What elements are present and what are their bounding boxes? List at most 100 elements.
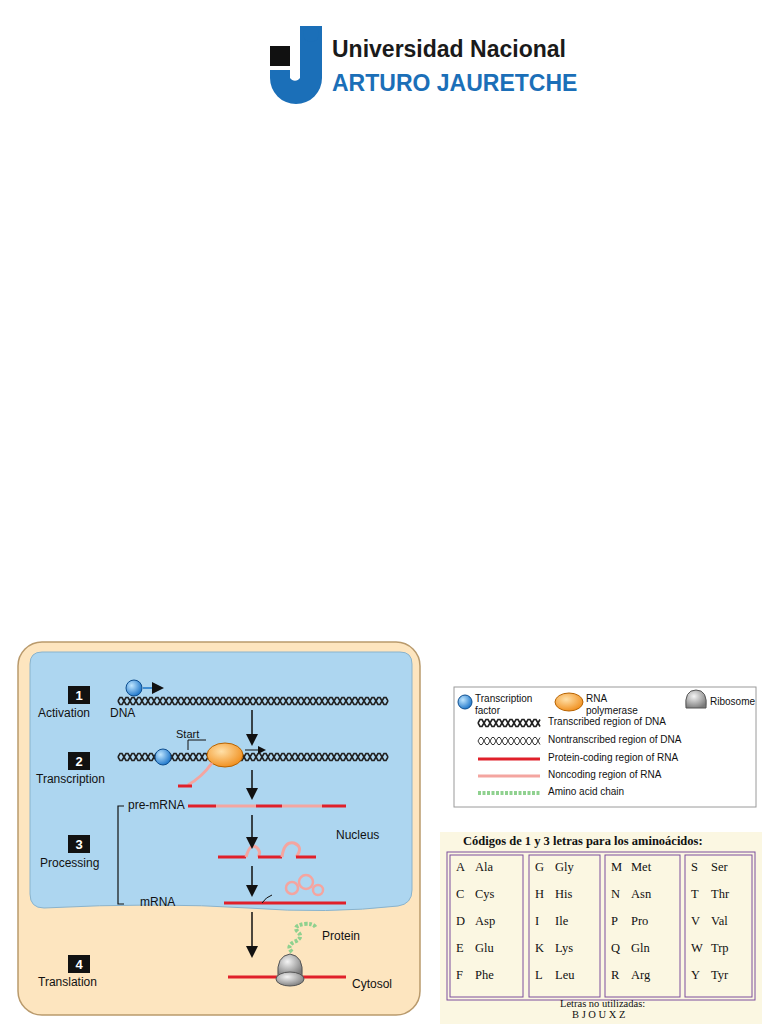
legend-sample [458,695,472,709]
table-cell: Y [691,968,700,982]
table-cell: Tyr [711,968,728,982]
part-label: mRNA [140,896,175,910]
table-cell: S [691,860,698,874]
table-note: Letras no utilizadas: [560,998,645,1010]
legend-sample [478,791,540,795]
dna-strand [478,738,540,745]
table-cell: Ile [555,914,568,928]
part-label: DNA [110,707,135,721]
coding-rna [178,785,192,788]
table-cell: G [535,860,544,874]
table-cell: Ser [711,860,728,874]
table-cell: Glu [475,941,494,955]
callout-number: 3 [75,838,82,851]
table-cell: K [535,941,544,955]
dna-strand [478,720,540,727]
processing-bracket [118,806,124,904]
dna-strand [118,698,388,705]
table-cell: A [456,860,465,874]
legend-text: Noncoding region of RNA [548,769,661,781]
table-cell: D [456,914,465,928]
table-cell: Phe [475,968,494,982]
legend-sample [478,775,540,778]
legend-text: Nontranscribed region of DNA [548,734,681,746]
table-cell: His [555,887,572,901]
nucleus-outline [30,652,412,911]
table-cell: Lys [555,941,573,955]
step-label: Transcription [36,773,105,787]
part-label: pre-mRNA [128,799,185,813]
direction-arrow [245,750,262,751]
legend-sample [555,693,583,711]
step-label: Activation [38,707,90,721]
table-cell: V [691,914,700,928]
legend-text: Ribosome [710,696,755,708]
table-cell: I [535,914,539,928]
legend-text: Transcription factor [475,693,537,716]
table-cell: E [456,941,464,955]
table-cell: Pro [631,914,648,928]
callout-number: 4 [75,958,82,971]
legend-sample [478,758,540,761]
table-cell: Leu [555,968,574,982]
table-cell: Asp [475,914,495,928]
amino-acid-chain [289,924,316,952]
ribosome-small-subunit [276,972,304,986]
step-arrows [251,710,253,952]
legend-text: Protein-coding region of RNA [548,752,678,764]
transcription-factor [126,680,142,696]
start-pointer [188,740,206,750]
table-cell: R [611,968,619,982]
table-ground [440,832,762,1024]
step-number: 3 [68,835,90,853]
table-cell: L [535,968,543,982]
step-number: 2 [68,752,90,770]
region-label: Nucleus [336,828,379,842]
cell-outline [18,642,420,1015]
step-label: Translation [38,976,97,990]
legend-text: RNA polymerase [586,693,644,716]
nascent-rna [188,763,212,785]
transcription-factor [155,749,171,765]
callout-number: 2 [75,755,82,768]
part-label: Start [176,728,199,741]
step-label: Processing [40,857,99,871]
activation-arrow [143,687,158,689]
legend-sample [686,690,707,708]
pre-mrna [188,805,346,808]
logo-text: Universidad Nacional [332,36,566,62]
table-cell: M [611,860,622,874]
legend-box [454,687,756,807]
step-number: 1 [68,686,90,704]
table-cell: P [611,914,618,928]
university-logo [270,26,322,104]
table-cell: Thr [711,887,729,901]
table-cell: H [535,887,544,901]
table-cell: Met [631,860,651,874]
region-label: Cytosol [352,977,392,991]
dna-strand [118,698,388,705]
table-cell: Gln [631,941,650,955]
cell-region: Cytosol Nucleus 1 2 3 4 [18,642,420,1015]
table-cell: Cys [475,887,494,901]
table-cell: W [691,941,703,955]
table-cell: F [456,968,463,982]
callout-number: 1 [75,689,82,702]
table-cell: Ala [475,860,493,874]
logo-text: ARTURO JAURETCHE [332,70,577,96]
table-cell: Arg [631,968,650,982]
table-cell: Asn [631,887,651,901]
table-note: B J O U X Z [572,1009,625,1021]
table-cell: Q [611,941,620,955]
step-number: 4 [68,955,90,973]
table-cell: N [611,887,620,901]
legend-text: Amino acid chain [548,786,624,798]
splicing-rna [218,843,316,857]
dna-strand [478,720,540,727]
table-cell: Gly [555,860,574,874]
table-cell: T [691,887,699,901]
mature-mrna [224,875,346,903]
table-frame [447,852,755,1000]
